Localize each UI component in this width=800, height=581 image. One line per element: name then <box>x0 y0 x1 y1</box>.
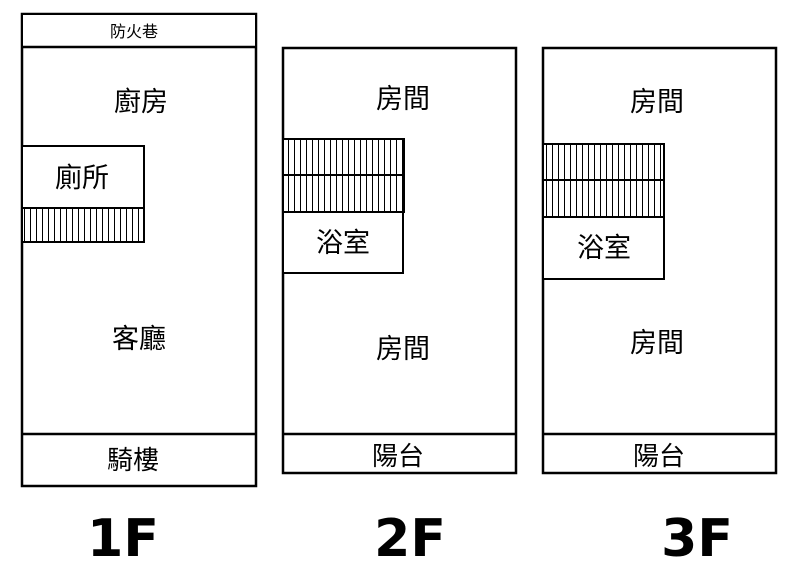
staircase-3f-lower <box>542 179 665 218</box>
bathroom-2f <box>282 211 404 274</box>
balcony-3f-label: 陽台 <box>633 442 685 472</box>
balcony-2f-label: 陽台 <box>372 442 424 472</box>
staircase-1f <box>21 207 145 243</box>
floor-1f-outline <box>20 12 258 488</box>
fire-lane-area <box>21 13 257 48</box>
bedroom-back-2f-label: 房間 <box>376 334 430 365</box>
floor-3f: 房間 浴室 房間 陽台 3F <box>541 46 778 569</box>
arcade-label: 騎樓 <box>107 446 159 476</box>
floor-2f: 房間 浴室 房間 陽台 2F <box>281 46 518 569</box>
kitchen-label: 廚房 <box>114 87 168 118</box>
bedroom-back-3f-label: 房間 <box>630 328 684 359</box>
toilet-room <box>21 145 145 209</box>
floor-1f-label: 1F <box>87 509 159 569</box>
floor-1f: 防火巷 廚房 廁所 客廳 騎樓 1F <box>20 12 258 569</box>
staircase-3f-upper <box>542 143 665 181</box>
staircase-2f-lower <box>282 174 405 213</box>
living-room-label: 客廳 <box>112 324 166 355</box>
bedroom-front-3f-label: 房間 <box>630 87 684 118</box>
bedroom-front-2f-label: 房間 <box>376 84 430 115</box>
fire-lane-label: 防火巷 <box>110 22 158 41</box>
bathroom-3f <box>542 216 665 280</box>
floor-2f-label: 2F <box>374 509 446 569</box>
bathroom-3f-label: 浴室 <box>577 233 631 264</box>
bathroom-2f-label: 浴室 <box>316 228 370 259</box>
floor-3f-label: 3F <box>661 509 733 569</box>
toilet-label: 廁所 <box>55 163 109 194</box>
staircase-2f-upper <box>282 138 405 176</box>
